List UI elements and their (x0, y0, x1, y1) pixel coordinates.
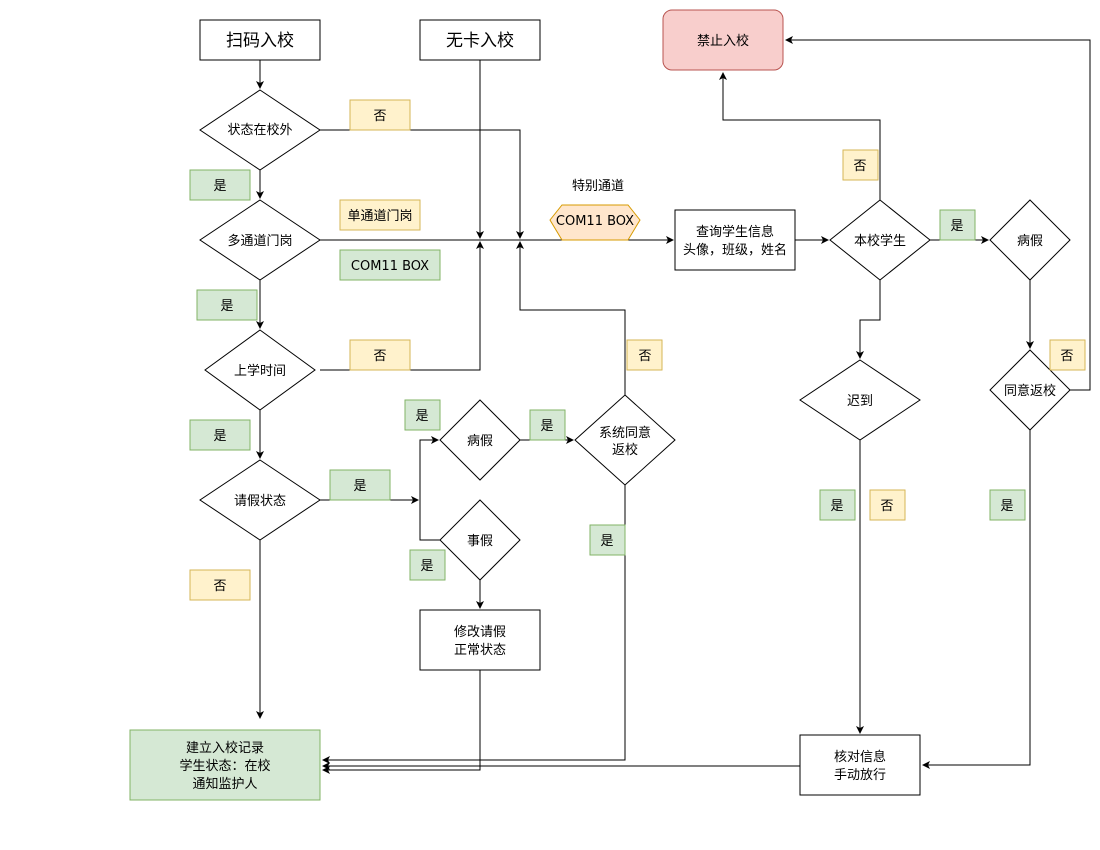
svg-text:是: 是 (600, 534, 613, 549)
yes-label-personal: 是 (409, 549, 446, 581)
yes-label-time: 是 (189, 419, 251, 451)
edge-agree-no-to-main (516, 241, 626, 395)
late-diamond: 迟到 (799, 359, 921, 441)
svg-text:否: 否 (1060, 349, 1073, 364)
svg-text:否: 否 (373, 349, 386, 364)
create-record-box: 建立入校记录 学生状态：在校 通知监护人 (129, 729, 321, 801)
svg-text:是: 是 (830, 499, 843, 514)
multi-gate-diamond: 多通道门岗 (199, 199, 321, 281)
svg-text:是: 是 (220, 299, 233, 314)
no-label-leave: 否 (189, 569, 251, 601)
svg-text:是: 是 (213, 429, 226, 444)
edge-school-to-late (856, 280, 881, 359)
svg-text:是: 是 (415, 409, 428, 424)
forbid-label: 禁止入校 (697, 33, 749, 49)
edges (256, 36, 1091, 774)
svg-text:否: 否 (213, 579, 226, 594)
svg-text:否: 否 (853, 159, 866, 174)
modify-leave-line1: 修改请假 (454, 625, 506, 640)
com11-box-note: COM11 BOX (339, 249, 441, 281)
edge-labels: 是 否 是 否 是 是 否 是 是 是 否 是 否 是 否 是 否 是 (189, 99, 1086, 601)
leave-status-diamond: 请假状态 (199, 459, 321, 541)
create-record-line2: 学生状态：在校 (179, 758, 270, 774)
edge-agreereturn-no-to-forbid (785, 36, 1091, 391)
svg-text:否: 否 (373, 109, 386, 124)
yes-label-multigate: 是 (196, 289, 258, 321)
no-label-agree: 否 (626, 339, 663, 371)
system-agree-diamond: 系统同意 返校 (574, 394, 676, 486)
nocard-entry-label: 无卡入校 (446, 31, 514, 51)
edge-to-personal (419, 500, 440, 541)
sick-leave-mid-label: 病假 (467, 434, 493, 449)
svg-text:是: 是 (540, 419, 553, 434)
yes-label-sick-out: 是 (529, 409, 566, 441)
edge-school-no-to-forbid (719, 72, 881, 200)
yes-label-leave: 是 (329, 469, 391, 501)
modify-leave-box: 修改请假 正常状态 (419, 609, 541, 671)
svg-text:是: 是 (950, 219, 963, 234)
query-info-line1: 查询学生信息 (696, 224, 774, 240)
late-label: 迟到 (847, 394, 873, 409)
svg-text:否: 否 (880, 499, 893, 514)
sick-leave-mid-diamond: 病假 (439, 399, 521, 481)
yes-label-sick-in: 是 (404, 399, 441, 431)
edge-to-sick (419, 436, 439, 500)
this-school-label: 本校学生 (854, 233, 906, 249)
yes-label-school: 是 (939, 209, 976, 241)
no-label-status: 否 (349, 99, 411, 131)
verify-box: 核对信息 手动放行 (799, 734, 921, 796)
single-gate-note: 单通道门岗 (339, 199, 421, 231)
sick-leave-right-diamond: 病假 (989, 199, 1071, 281)
sick-leave-right-label: 病假 (1017, 234, 1043, 249)
svg-text:否: 否 (638, 349, 651, 364)
verify-line2: 手动放行 (834, 768, 886, 783)
special-box-label: COM11 BOX (556, 214, 634, 229)
yes-label-agreereturn: 是 (989, 489, 1026, 521)
multi-gate-label: 多通道门岗 (227, 233, 292, 249)
personal-leave-diamond: 事假 (439, 499, 521, 581)
single-gate-label: 单通道门岗 (347, 209, 412, 224)
query-info-line2: 头像，班级，姓名 (683, 242, 787, 258)
school-time-label: 上学时间 (234, 363, 286, 379)
no-label-agreereturn: 否 (1049, 339, 1086, 371)
this-school-diamond: 本校学生 (829, 199, 931, 281)
forbid-box: 禁止入校 (662, 9, 784, 71)
status-outside-label: 状态在校外 (227, 122, 292, 138)
create-record-line1: 建立入校记录 (186, 740, 264, 756)
school-time-diamond: 上学时间 (204, 329, 316, 411)
svg-text:是: 是 (213, 179, 226, 194)
leave-status-label: 请假状态 (234, 494, 286, 509)
agree-return-label: 同意返校 (1004, 383, 1056, 399)
system-agree-line1: 系统同意 (599, 425, 651, 441)
create-record-line3: 通知监护人 (192, 776, 257, 792)
edge-agreereturn-yes-to-verify (922, 430, 1031, 769)
svg-text:是: 是 (1000, 499, 1013, 514)
yes-label-late: 是 (819, 489, 856, 521)
special-channel-label: 特别通道 (572, 179, 624, 194)
system-agree-line2: 返校 (612, 442, 638, 458)
edge-modify-to-record (322, 670, 481, 774)
query-info-box: 查询学生信息 头像，班级，姓名 (674, 209, 796, 271)
scan-entry-label: 扫码入校 (226, 31, 294, 51)
modify-leave-line2: 正常状态 (454, 643, 506, 658)
status-outside-diamond: 状态在校外 (199, 89, 321, 171)
special-box-hexagon: COM11 BOX (549, 204, 641, 241)
svg-text:是: 是 (420, 559, 433, 574)
verify-line1: 核对信息 (834, 749, 886, 765)
no-label-school: 否 (842, 149, 879, 181)
yes-label-agree: 是 (589, 524, 626, 556)
scan-entry-box: 扫码入校 (199, 19, 321, 61)
personal-leave-label: 事假 (467, 534, 493, 549)
com11-box-label: COM11 BOX (351, 259, 429, 274)
no-label-late: 否 (869, 489, 906, 521)
nocard-entry-box: 无卡入校 (419, 19, 541, 61)
yes-label-status: 是 (189, 169, 251, 201)
no-label-time: 否 (349, 339, 411, 371)
svg-text:是: 是 (353, 479, 366, 494)
edge-agree-yes-to-record (322, 485, 626, 764)
